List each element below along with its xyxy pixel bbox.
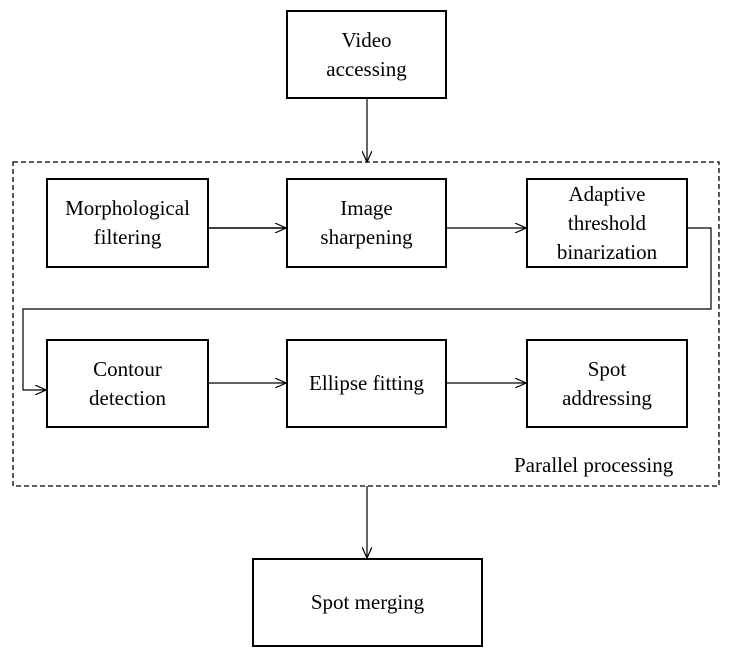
node-video-accessing: Video accessing bbox=[286, 10, 447, 99]
node-contour-detection-label: Contour detection bbox=[89, 356, 166, 410]
node-ellipse-fitting: Ellipse fitting bbox=[286, 339, 447, 428]
node-spot-addressing-label: Spot addressing bbox=[562, 356, 652, 410]
parallel-processing-label: Parallel processing bbox=[514, 453, 674, 477]
node-spot-merging-label: Spot merging bbox=[310, 590, 425, 614]
node-adaptive-threshold-binarization-label: Adaptive threshold binarization bbox=[556, 181, 658, 264]
node-ellipse-fitting-label: Ellipse fitting bbox=[309, 371, 424, 395]
node-video-accessing-label: Video accessing bbox=[326, 27, 407, 81]
node-image-sharpening: Image sharpening bbox=[286, 178, 447, 268]
node-spot-merging: Spot merging bbox=[252, 558, 483, 647]
node-spot-addressing: Spot addressing bbox=[526, 339, 688, 428]
node-morphological-filtering-label: Morphological filtering bbox=[65, 196, 190, 249]
node-adaptive-threshold-binarization: Adaptive threshold binarization bbox=[526, 178, 688, 268]
node-image-sharpening-label: Image sharpening bbox=[320, 196, 413, 249]
node-contour-detection: Contour detection bbox=[46, 339, 209, 428]
edge-binarization-to-contour bbox=[22, 227, 712, 390]
node-morphological-filtering: Morphological filtering bbox=[46, 178, 209, 268]
